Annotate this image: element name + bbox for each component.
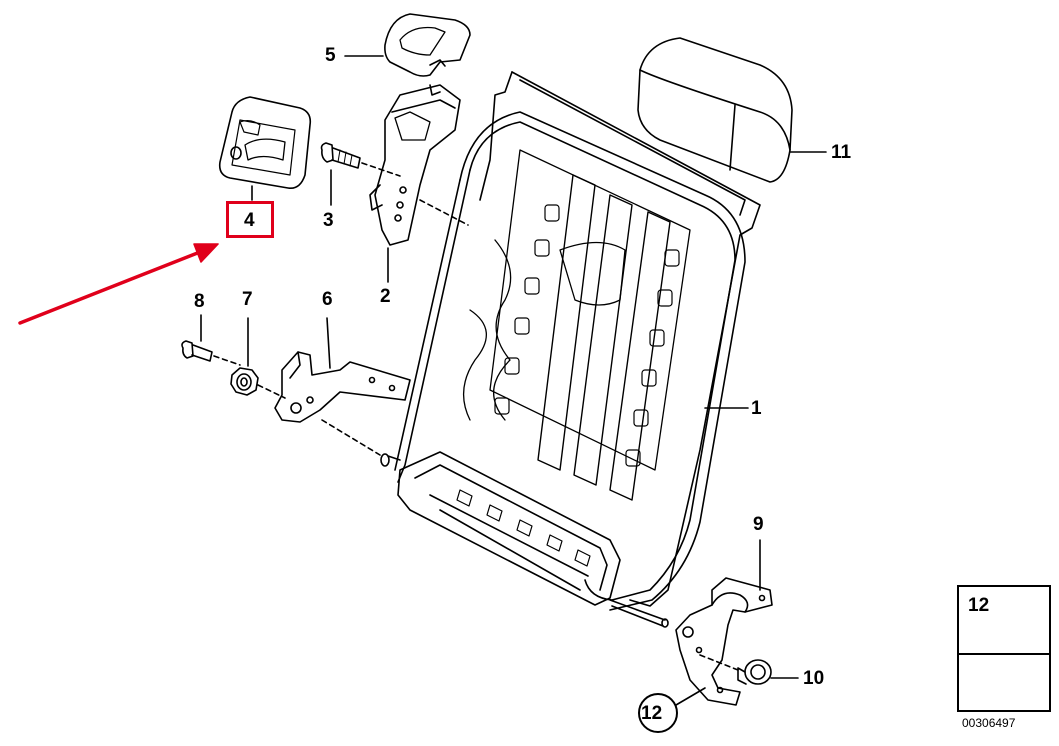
highlight-box [226, 201, 274, 238]
cover-cap [344, 13, 471, 77]
label-part-11: 11 [831, 142, 852, 163]
label-part-9: 9 [753, 514, 764, 535]
label-part-4: 4 [244, 210, 255, 231]
leader-12 [675, 687, 706, 706]
screw [181, 314, 241, 366]
label-part-7: 7 [242, 289, 253, 310]
seat-back-frame [380, 71, 761, 628]
bushing [699, 654, 799, 685]
catalog-number: 00306497 [962, 716, 1016, 730]
headrest [637, 37, 827, 183]
inset-part-number: 12 [968, 595, 990, 616]
inset-legend-box: 12 [957, 585, 1051, 712]
bolt [320, 142, 401, 206]
label-part-12-circled: 12 [641, 703, 663, 724]
inset-divider [959, 653, 1049, 655]
latch-bracket [369, 84, 469, 283]
red-arrow [18, 243, 219, 325]
circled-label-ring [638, 693, 678, 733]
label-part-10: 10 [803, 668, 825, 689]
nut [230, 317, 286, 399]
label-part-3: 3 [323, 210, 334, 231]
label-part-1: 1 [751, 398, 762, 419]
side-trim [218, 96, 312, 201]
label-part-5: 5 [325, 45, 336, 66]
label-part-8: 8 [194, 291, 205, 312]
label-part-6: 6 [322, 289, 333, 310]
label-part-2: 2 [380, 286, 391, 307]
hinge-bracket-left [274, 317, 411, 456]
hinge-bracket-right [675, 539, 773, 706]
